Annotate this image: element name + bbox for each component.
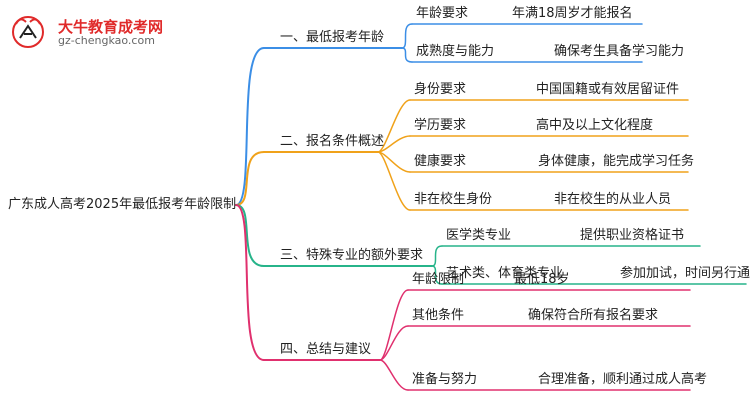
branch-label: 一、最低报考年龄 xyxy=(280,30,385,45)
bull-logo-icon xyxy=(12,16,44,48)
leaf-connector xyxy=(401,47,413,63)
logo: 大牛教育成考网 gz-chengkao.com xyxy=(8,14,163,50)
branch-connector xyxy=(235,204,265,267)
leaf-label: 医学类专业 xyxy=(446,228,512,243)
leaf-label: 年龄要求 xyxy=(416,6,469,21)
branch-label: 三、特殊专业的额外要求 xyxy=(280,248,424,263)
leaf-value: 确保符合所有报名要求 xyxy=(528,308,659,323)
root-topic: 广东成人高考2025年最低报考年龄限制 xyxy=(8,197,237,212)
leaf-connector xyxy=(431,245,443,267)
leaf-label: 艺术类、体育类专业 xyxy=(446,266,564,281)
leaf-label: 非在校生身份 xyxy=(414,192,493,207)
leaf-value: 非在校生的从业人员 xyxy=(554,192,672,207)
logo-title: 大牛教育成考网 xyxy=(58,18,164,36)
leaf-connector xyxy=(377,151,411,173)
leaf-label: 其他条件 xyxy=(412,308,465,323)
leaf-value: 提供职业资格证书 xyxy=(580,228,685,243)
leaf-connector xyxy=(431,265,443,285)
leaf-value: 年满18周岁才能报名 xyxy=(512,6,633,21)
leaf-value: 最低18岁 xyxy=(514,272,570,287)
leaf-connector xyxy=(377,151,411,211)
leaf-label: 健康要求 xyxy=(414,154,467,169)
leaf-connector xyxy=(377,99,411,153)
leaf-label: 年龄限制 xyxy=(412,272,465,287)
branch-label: 二、报名条件概述 xyxy=(280,134,385,149)
branch-label: 四、总结与建议 xyxy=(280,342,372,357)
leaf-connector xyxy=(379,289,409,361)
leaf-value: 合理准备，顺利通过成人高考 xyxy=(538,372,708,387)
leaf-connector xyxy=(379,325,409,361)
leaf-label: 身份要求 xyxy=(414,82,467,97)
leaf-value: 身体健康，能完成学习任务 xyxy=(538,154,695,169)
branch-connector xyxy=(235,47,265,206)
branch-connector xyxy=(235,151,265,206)
leaf-value: 确保考生具备学习能力 xyxy=(554,44,685,59)
leaf-value: 参加加试，时间另行通知 xyxy=(620,266,750,281)
leaf-label: 成熟度与能力 xyxy=(416,44,495,59)
leaf-value: 中国国籍或有效居留证件 xyxy=(536,82,680,97)
leaf-connector xyxy=(377,135,411,153)
leaf-label: 学历要求 xyxy=(414,118,467,133)
leaf-connector xyxy=(401,23,413,49)
leaf-label: 准备与努力 xyxy=(412,372,478,387)
logo-url: gz-chengkao.com xyxy=(58,34,155,47)
branch-connector xyxy=(235,204,265,361)
leaf-value: 高中及以上文化程度 xyxy=(536,118,654,133)
leaf-connector xyxy=(379,359,409,391)
